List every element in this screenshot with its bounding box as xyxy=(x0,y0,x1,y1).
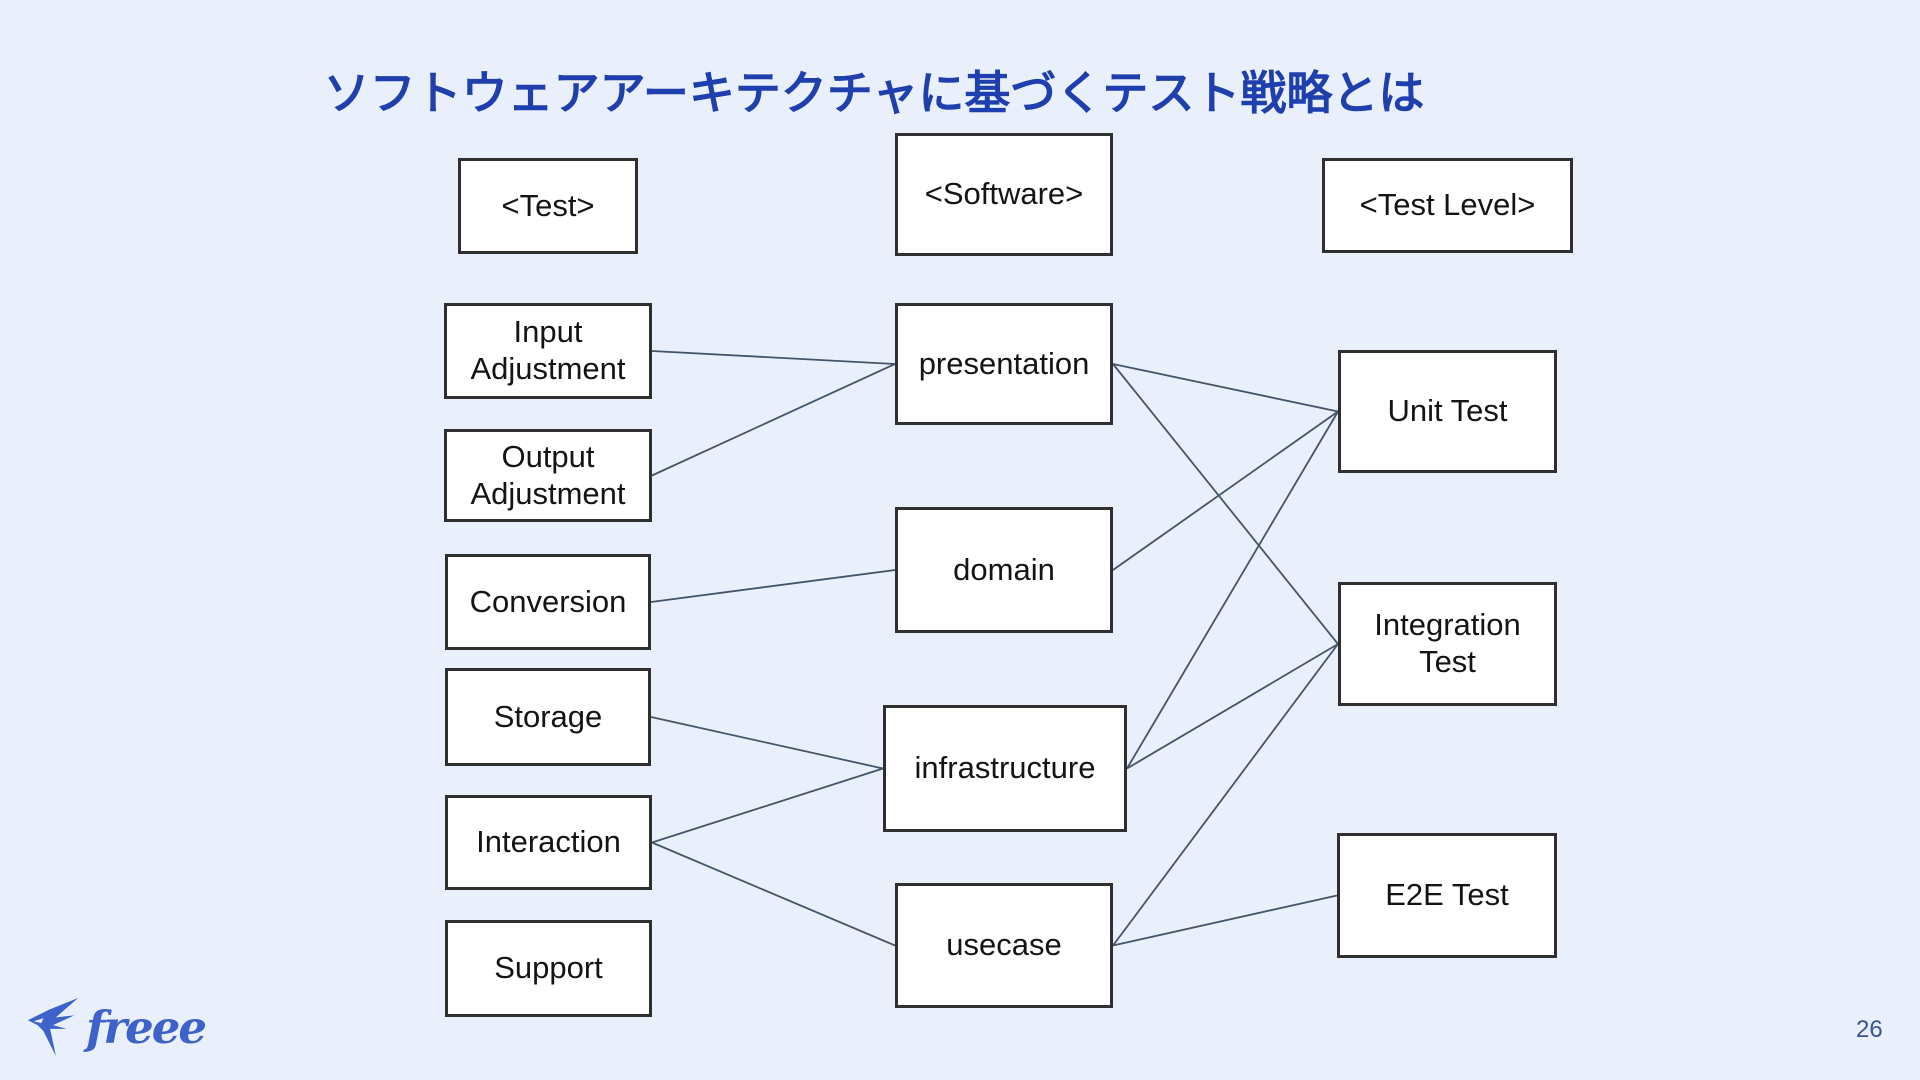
node-e2e-test: E2E Test xyxy=(1337,833,1557,958)
node-label: usecase xyxy=(946,927,1062,963)
edge-usecase-integration-test xyxy=(1112,643,1339,947)
edge-output-adjustment-presentation xyxy=(651,363,896,477)
node-label: <Software> xyxy=(924,176,1084,212)
node-conversion: Conversion xyxy=(445,554,651,650)
header-software: <Software> xyxy=(895,133,1113,256)
node-storage: Storage xyxy=(445,668,651,766)
node-label: Integration Test xyxy=(1374,607,1521,679)
node-label: presentation xyxy=(918,345,1090,381)
page-number: 26 xyxy=(1856,1016,1883,1043)
node-usecase: usecase xyxy=(895,883,1113,1008)
edge-interaction-usecase xyxy=(651,841,896,947)
header-test: <Test> xyxy=(458,158,638,254)
node-label: Interaction xyxy=(476,824,621,860)
node-input-adjustment: Input Adjustment xyxy=(444,303,652,399)
edge-usecase-e2e-test xyxy=(1112,894,1338,947)
header-test-level: <Test Level> xyxy=(1322,158,1573,253)
node-label: infrastructure xyxy=(914,750,1096,786)
swallow-icon xyxy=(27,998,79,1056)
freee-logo: freee xyxy=(24,996,207,1058)
node-label: Output Adjustment xyxy=(470,438,626,511)
node-domain: domain xyxy=(895,507,1113,633)
node-label: Storage xyxy=(493,698,603,734)
edge-infrastructure-unit-test xyxy=(1126,411,1339,769)
node-label: <Test> xyxy=(501,187,595,223)
node-support: Support xyxy=(445,920,652,1017)
node-integration-test: Integration Test xyxy=(1338,582,1557,706)
node-label: Input Adjustment xyxy=(470,314,626,386)
node-output-adjustment: Output Adjustment xyxy=(444,429,652,522)
slide-title: ソフトウェアアーキテクチャに基づくテスト戦略とは xyxy=(323,67,1425,119)
edge-conversion-domain xyxy=(650,569,896,603)
node-label: Unit Test xyxy=(1387,393,1508,429)
node-infrastructure: infrastructure xyxy=(883,705,1127,832)
node-interaction: Interaction xyxy=(445,795,652,890)
node-label: domain xyxy=(953,551,1055,587)
node-label: <Test Level> xyxy=(1359,187,1536,223)
edge-presentation-integration-test xyxy=(1112,363,1339,645)
edge-input-adjustment-presentation xyxy=(651,350,896,365)
node-label: Conversion xyxy=(469,583,627,619)
edge-presentation-unit-test xyxy=(1112,363,1339,413)
edge-infrastructure-integration-test xyxy=(1126,643,1339,770)
edge-storage-infrastructure xyxy=(650,716,884,770)
node-unit-test: Unit Test xyxy=(1338,350,1557,473)
edge-interaction-infrastructure xyxy=(651,767,884,844)
edge-domain-unit-test xyxy=(1112,410,1339,571)
node-presentation: presentation xyxy=(895,303,1113,425)
node-label: E2E Test xyxy=(1385,877,1509,913)
node-label: Support xyxy=(494,950,603,986)
logo-wordmark: freee xyxy=(86,1000,207,1054)
